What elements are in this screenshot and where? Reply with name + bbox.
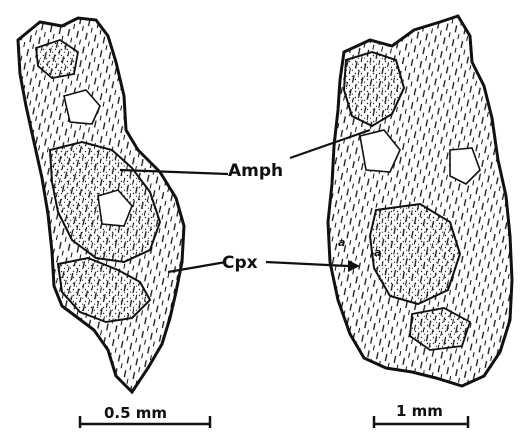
amph-label: Amph xyxy=(228,161,283,181)
scale-right-label: 1 mm xyxy=(396,402,443,420)
right-grain xyxy=(328,16,512,386)
scale-bar-left: 0.5 mm xyxy=(80,404,210,428)
scale-bar-right: 1 mm xyxy=(374,402,468,428)
cpx-label: Cpx xyxy=(222,253,258,273)
scale-left-label: 0.5 mm xyxy=(104,404,167,422)
left-grain xyxy=(18,18,184,392)
inclusion-label-b: a xyxy=(374,246,381,259)
inclusion-label-a: a xyxy=(338,236,345,249)
